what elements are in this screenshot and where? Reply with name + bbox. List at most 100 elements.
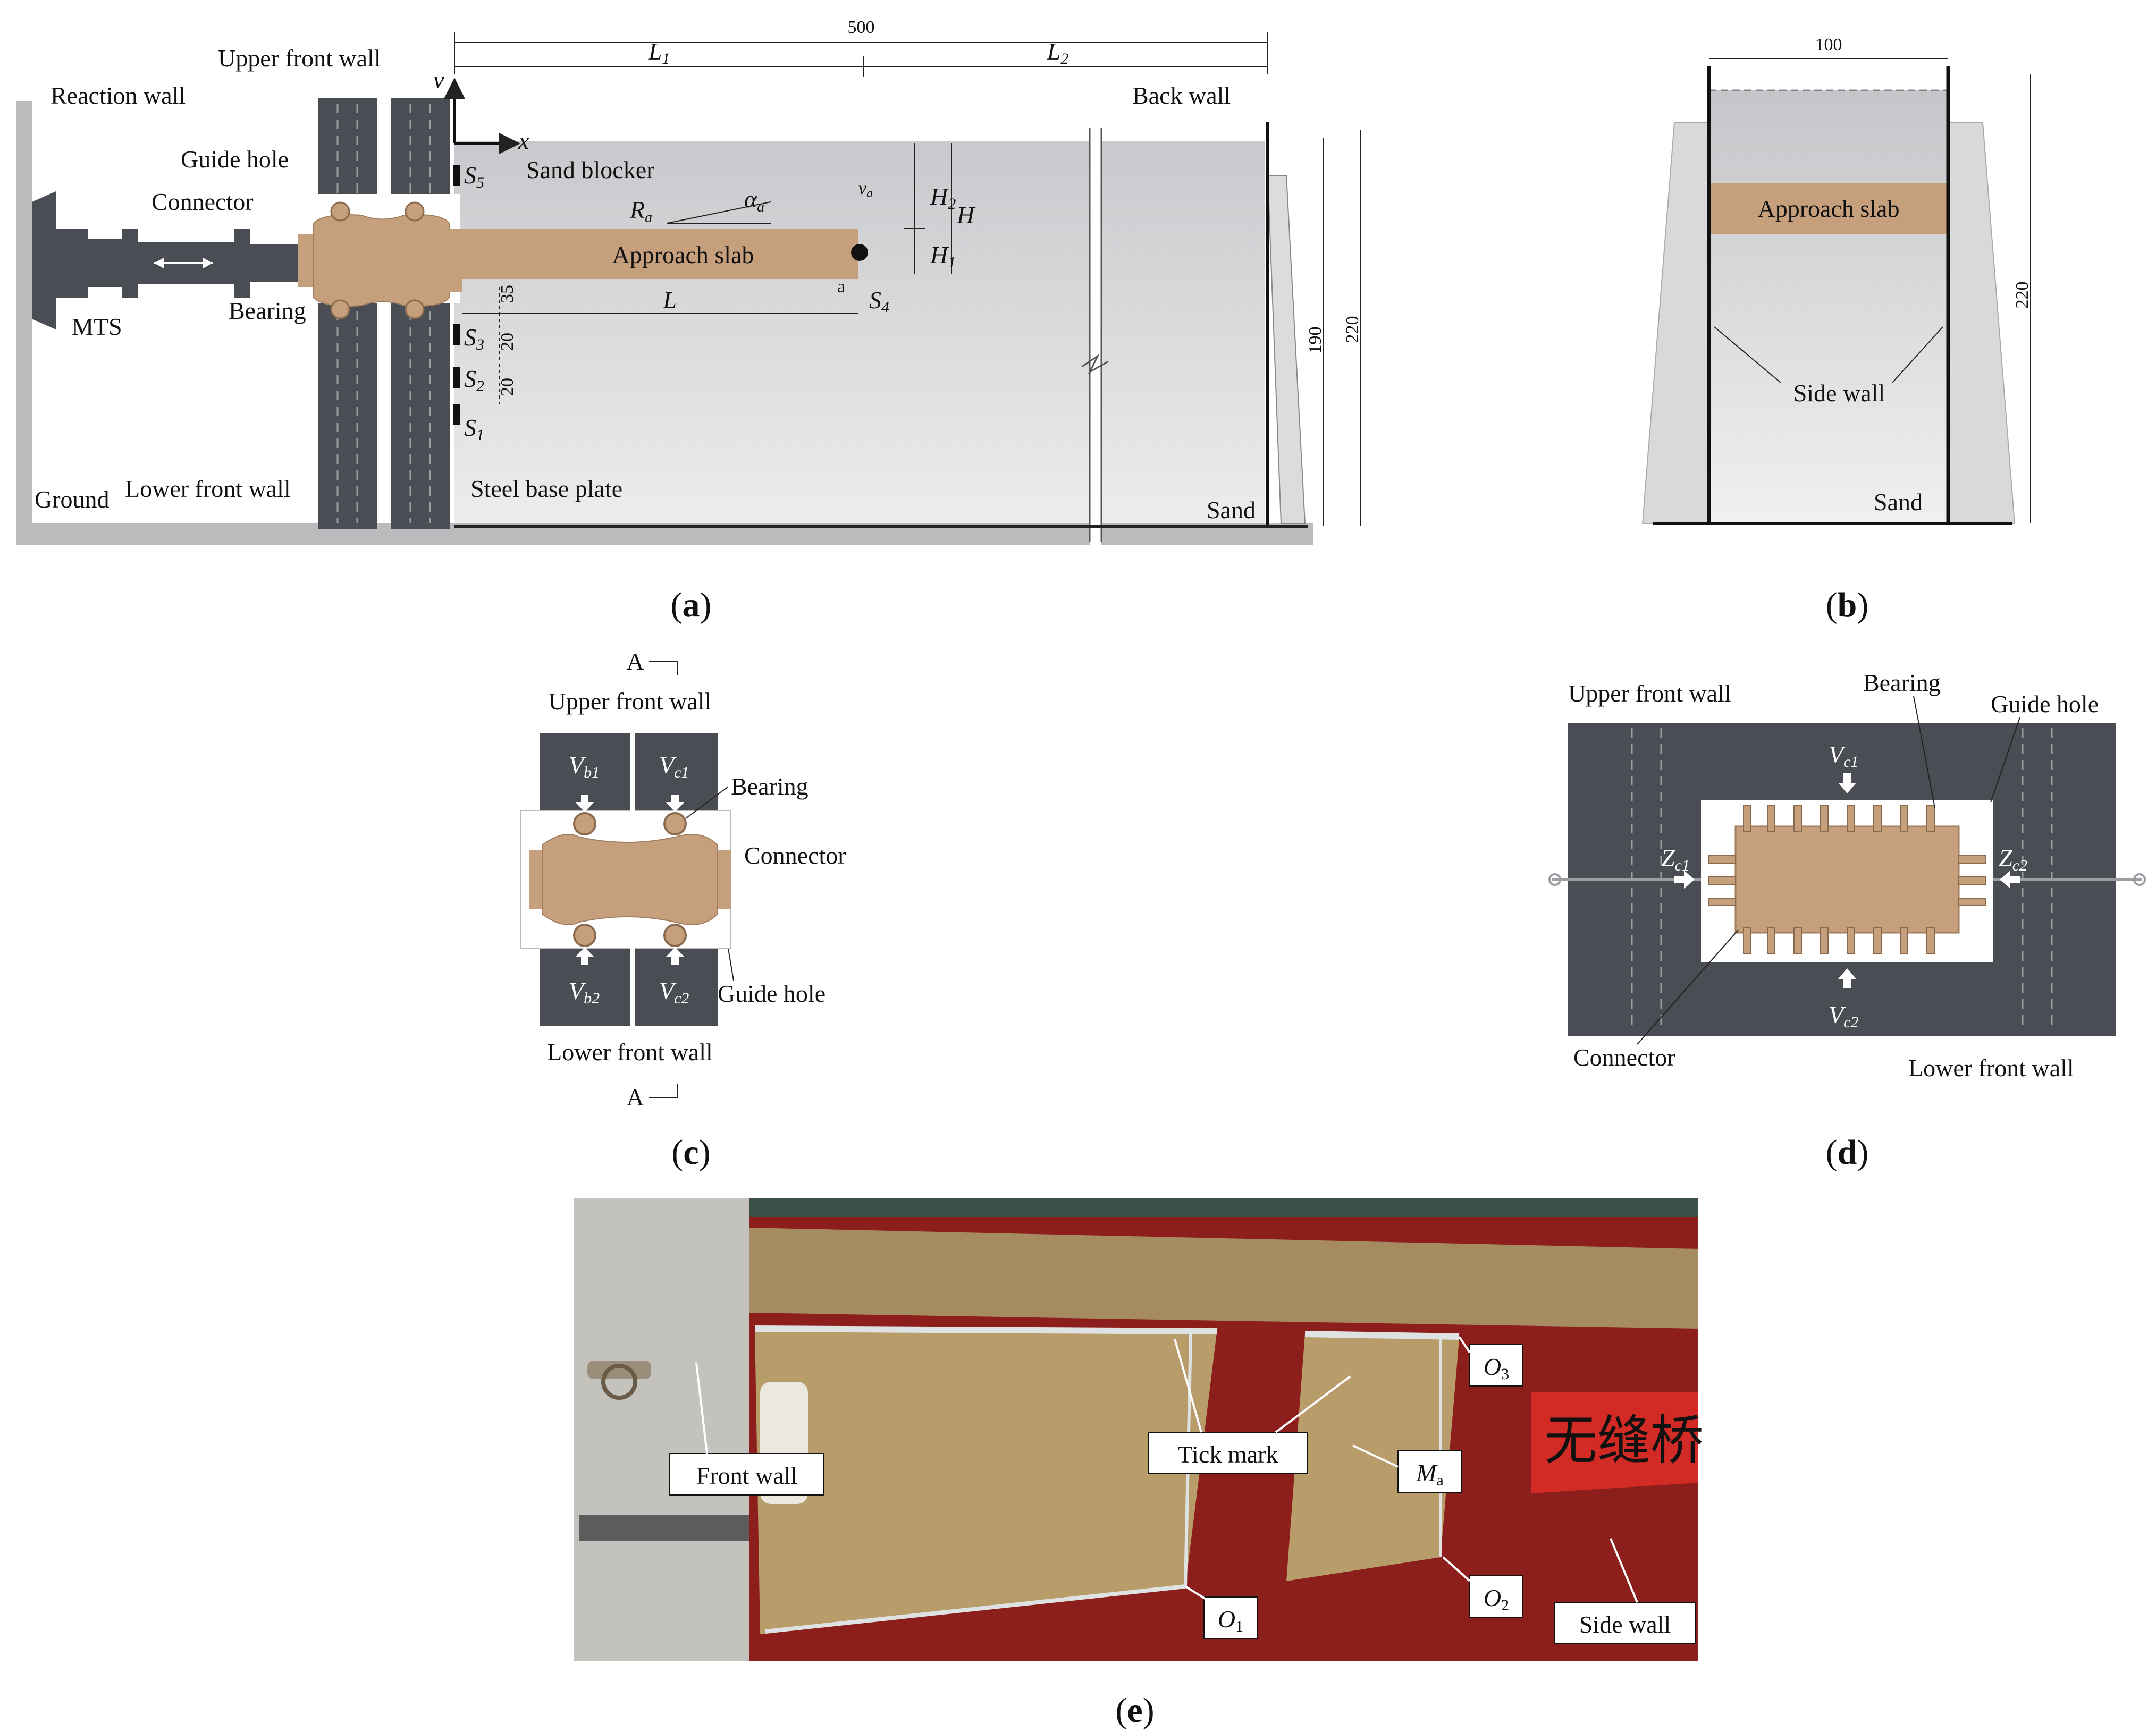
label-mts: MTS [72, 313, 122, 340]
connector-c [542, 834, 718, 925]
label-front-wall-e: Front wall [696, 1462, 797, 1489]
back-wall-support [1267, 175, 1306, 524]
label-vc1-d: Vc1 [1829, 741, 1858, 771]
label-alpha: αa [744, 185, 764, 215]
label-connector-d: Connector [1573, 1044, 1675, 1071]
panel-c: Vb1 Vc1 Vb2 Vc2 A A Upper front wall Bea… [520, 648, 846, 1172]
label-ra: Ra [629, 196, 652, 226]
photo-front-wall [574, 1198, 749, 1661]
panel-b: 100 220 Approach slab Side wall Sand (b) [1641, 35, 2032, 624]
label-lower-front-wall-c: Lower front wall [547, 1038, 713, 1066]
label-sand: Sand [1207, 496, 1256, 523]
label-s4: S4 [869, 286, 889, 316]
label-approach-slab: Approach slab [612, 241, 754, 268]
side-wall-support-left [1641, 122, 1709, 524]
tick-strip-1 [754, 1325, 1218, 1334]
photo-sand-top [749, 1228, 1698, 1329]
label-approach-slab-b: Approach slab [1758, 195, 1900, 222]
connector-body [313, 214, 450, 307]
sensor-marks [453, 165, 460, 425]
label-side-wall-b: Side wall [1793, 379, 1885, 407]
label-upper-front-wall-d: Upper front wall [1568, 680, 1731, 707]
dim-220: 220 [1343, 316, 1362, 343]
label-section-a-bottom: A [626, 1084, 644, 1111]
label-guide-hole: Guide hole [181, 146, 289, 173]
label-axis-x: x [518, 127, 529, 154]
sand-body [454, 141, 1265, 523]
label-s2: S2 [464, 365, 484, 395]
label-s5: S5 [464, 162, 484, 191]
label-o3-e: O3 [1484, 1353, 1509, 1383]
label-o1-e: O1 [1218, 1606, 1243, 1635]
dim-100: 100 [1815, 35, 1842, 55]
bearings [330, 201, 425, 319]
label-zc2-d: Zc2 [1999, 844, 2027, 874]
label-vb1: Vb1 [569, 751, 600, 781]
caption-b: (b) [1826, 586, 1869, 624]
panel-a: 500 L1 L2 L H2 H1 H 190 220 35 20 20 Rea… [16, 18, 1362, 624]
label-side-wall-e: Side wall [1579, 1611, 1671, 1638]
mts-mount [32, 191, 56, 329]
banner-text: 无缝桥 [1544, 1412, 1704, 1471]
dim-500: 500 [848, 18, 875, 37]
label-steel-base-plate: Steel base plate [470, 475, 622, 502]
dim-h1: H1 [930, 241, 956, 271]
label-axis-v: v [433, 66, 444, 93]
force-arrows-c [576, 795, 684, 965]
label-ground: Ground [35, 486, 110, 513]
label-guide-hole-d: Guide hole [1991, 690, 2099, 717]
dim-l: L [662, 286, 677, 314]
label-o2-e: O2 [1484, 1584, 1509, 1614]
force-arrows-d [1674, 773, 2020, 988]
approach-slab-section [1709, 183, 1948, 234]
label-sand-blocker: Sand blocker [526, 156, 654, 183]
dim-20a: 20 [498, 333, 517, 351]
label-va: va [858, 179, 873, 200]
label-point-a: a [837, 277, 845, 297]
label-s1: S1 [464, 414, 484, 444]
label-vb2: Vb2 [569, 977, 600, 1007]
label-guide-hole-c: Guide hole [718, 980, 826, 1007]
label-zc1-d: Zc1 [1661, 844, 1690, 874]
label-bearing-d: Bearing [1863, 669, 1941, 696]
label-back-wall: Back wall [1132, 82, 1231, 109]
label-tick-mark-e: Tick mark [1178, 1441, 1278, 1468]
label-vc1: Vc1 [659, 751, 689, 781]
dim-220-b: 220 [2012, 282, 2032, 309]
reaction-wall [16, 101, 32, 537]
panel-d: Vc1 Vc2 Zc1 Zc2 Upper front wall Bearing… [1548, 669, 2146, 1172]
break-gap [1090, 128, 1101, 547]
caption-d: (d) [1826, 1133, 1869, 1172]
label-bearing: Bearing [229, 297, 306, 324]
bearings-c [573, 812, 687, 947]
label-sand-b: Sand [1874, 488, 1923, 516]
label-reaction-wall: Reaction wall [50, 82, 186, 109]
dim-l2: L2 [1047, 38, 1069, 67]
label-upper-front-wall-c: Upper front wall [549, 688, 712, 715]
label-lower-front-wall: Lower front wall [125, 475, 291, 502]
photo-sand-window-2 [1286, 1334, 1459, 1581]
label-section-a-top: A [626, 648, 644, 675]
dim-h: H [956, 201, 976, 229]
caption-e: (e) [1115, 1691, 1154, 1730]
sand-section [1709, 90, 1948, 523]
connector-d [1734, 825, 1960, 934]
dim-35: 35 [498, 285, 517, 303]
label-ma-e: Ma [1416, 1459, 1444, 1489]
label-bearing-c: Bearing [731, 773, 809, 800]
photo-banner [1531, 1392, 1698, 1493]
dim-20b: 20 [498, 378, 517, 396]
label-vc2-d: Vc2 [1829, 1001, 1858, 1031]
label-upper-front-wall: Upper front wall [218, 45, 381, 72]
label-lower-front-wall-d: Lower front wall [1908, 1054, 2074, 1082]
dim-h2: H2 [930, 183, 956, 213]
dim-l1: L1 [648, 38, 670, 67]
photo-sand-window-1 [755, 1329, 1217, 1634]
label-vc2: Vc2 [659, 977, 689, 1007]
bearings-d [1708, 805, 1986, 954]
side-wall-support-right [1948, 122, 2016, 524]
caption-c: (c) [671, 1133, 710, 1172]
approach-slab [462, 229, 858, 279]
caption-a: (a) [671, 586, 712, 624]
